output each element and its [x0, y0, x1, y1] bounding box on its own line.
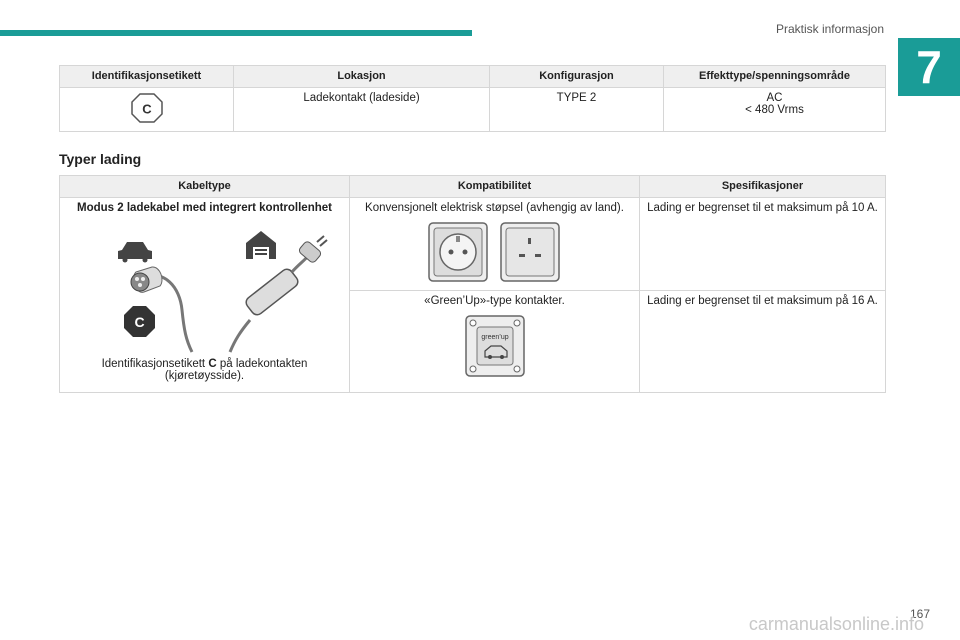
house-icon	[245, 231, 276, 259]
table1-header-label: Identifikasjonsetikett	[59, 65, 234, 88]
configuration-cell: TYPE 2	[489, 87, 664, 132]
compat-text: «Green’Up»-type kontakter.	[424, 295, 565, 307]
table-row: Modus 2 ladekabel med integrert kontroll…	[59, 197, 886, 393]
watermark: carmanualsonline.info	[748, 614, 924, 634]
table-row: «Green’Up»-type kontakter. green’up Ladi…	[60, 290, 886, 393]
label-info-table: Identifikasjonsetikett Lokasjon Konfigur…	[59, 65, 886, 132]
page-number: 167	[909, 607, 930, 621]
cable-cell: Modus 2 ladekabel med integrert kontroll…	[59, 197, 350, 393]
header-section-title: Praktisk informasjon	[775, 22, 884, 36]
power-cell: AC < 480 Vrms	[663, 87, 886, 132]
power-type: AC	[766, 92, 783, 104]
spec-cell: Lading er begrenset til et maksimum på 1…	[639, 197, 886, 291]
section-title: Typer lading	[59, 151, 142, 167]
chapter-number-tab: 7	[898, 38, 960, 96]
table2-header-spec: Spesifikasjoner	[639, 175, 886, 198]
cable-caption-bold: C	[208, 358, 217, 370]
car-icon	[117, 242, 152, 263]
table2-header-compat: Kompatibilitet	[349, 175, 640, 198]
table1-header-power: Effekttype/spenningsområde	[663, 65, 886, 88]
domestic-sockets-illustration	[427, 222, 560, 282]
table2-header-cable: Kabeltype	[59, 175, 350, 198]
cable-caption-pre: Identifikasjonsetikett	[101, 358, 209, 370]
charging-types-table: Kabeltype Kompatibilitet Spesifikasjoner…	[59, 175, 886, 393]
control-box-cable-icon	[228, 255, 309, 353]
table-row: C Ladekontakt (ladeside) TYPE 2 AC < 480…	[59, 87, 886, 132]
cable-badge-text: C	[134, 314, 144, 330]
cable-title: Modus 2 ladekabel med integrert kontroll…	[77, 202, 332, 214]
spec-cell: Lading er begrenset til et maksimum på 1…	[639, 290, 886, 393]
greenup-socket-text: green’up	[481, 334, 508, 341]
greenup-socket-illustration: green’up	[464, 315, 525, 377]
table1-header-configuration: Konfigurasjon	[489, 65, 664, 88]
uk-socket-icon	[499, 222, 560, 282]
label-badge-text: C	[142, 102, 152, 117]
octagon-c-label-icon: C	[130, 93, 163, 123]
header-accent-bar	[0, 30, 472, 36]
compat-text: Konvensjonelt elektrisk støpsel (avhengi…	[365, 202, 624, 214]
vehicle-connector-icon	[130, 266, 193, 353]
location-cell: Ladekontakt (ladeside)	[233, 87, 490, 132]
compat-cell: «Green’Up»-type kontakter. green’up	[349, 290, 640, 393]
octagon-c-label-icon: C	[123, 306, 155, 337]
mode2-cable-illustration: C	[117, 231, 328, 353]
plug-icon	[298, 235, 328, 263]
french-socket-icon	[427, 222, 488, 282]
voltage-range: < 480 Vrms	[745, 104, 804, 116]
table1-header-location: Lokasjon	[233, 65, 490, 88]
cable-caption-post: på ladekontakten (kjøretøysside).	[164, 358, 308, 382]
compat-cell: Konvensjonelt elektrisk støpsel (avhengi…	[349, 197, 640, 291]
cable-caption: Identifikasjonsetikett C på ladekontakte…	[64, 358, 345, 382]
label-cell: C	[59, 87, 234, 132]
